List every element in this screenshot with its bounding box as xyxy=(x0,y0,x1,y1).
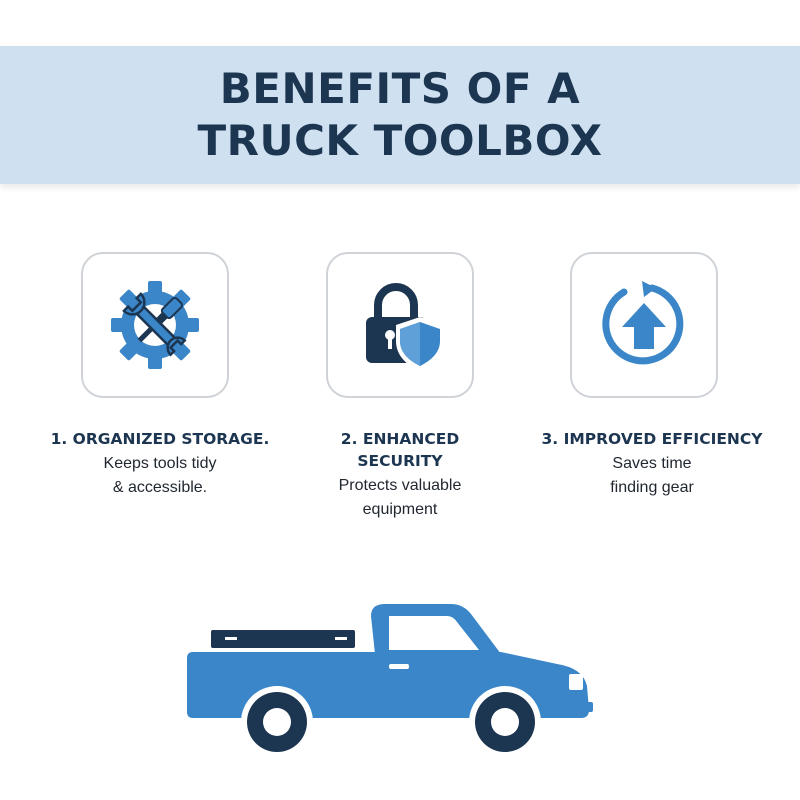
page-title: BENEFITS OF A TRUCK TOOLBOX xyxy=(197,63,602,167)
benefit-description-line: Protects valuable xyxy=(338,477,462,494)
benefit-title: 2. ENHANCED SECURITY xyxy=(275,428,525,472)
title-line-2: TRUCK TOOLBOX xyxy=(197,116,603,165)
circular-arrow-up-icon xyxy=(602,281,684,365)
benefit-title-line: 2. ENHANCED xyxy=(340,430,460,448)
benefit-description-line: Keeps tools tidy xyxy=(103,455,217,472)
header-banner: BENEFITS OF A TRUCK TOOLBOX xyxy=(0,46,800,184)
benefit-description: Saves time finding gear xyxy=(527,452,777,500)
gear-wrench-screwdriver-icon xyxy=(111,281,199,369)
benefit-improved-efficiency: 3. IMPROVED EFFICIENCY Saves time findin… xyxy=(527,428,777,500)
benefit-enhanced-security: 2. ENHANCED SECURITY Protects valuable e… xyxy=(275,428,525,522)
benefit-description-line: equipment xyxy=(362,501,438,518)
benefit-description-line: finding gear xyxy=(610,479,694,496)
padlock-shield-icon xyxy=(366,283,444,371)
benefit-description: Protects valuable equipment xyxy=(275,474,525,522)
benefit-title-line: SECURITY xyxy=(357,452,443,470)
benefit-card-organized-storage xyxy=(81,252,229,398)
benefit-description: Keeps tools tidy & accessible. xyxy=(35,452,285,500)
benefit-title: 3. IMPROVED EFFICIENCY xyxy=(541,430,763,448)
benefit-description-line: & accessible. xyxy=(112,479,208,496)
benefit-title: 1. ORGANIZED STORAGE. xyxy=(50,430,270,448)
title-line-1: BENEFITS OF A xyxy=(219,64,581,113)
benefit-description-line: Saves time xyxy=(612,455,692,472)
benefit-card-improved-efficiency xyxy=(570,252,718,398)
benefit-card-enhanced-security xyxy=(326,252,474,398)
pickup-truck-with-toolbox-icon xyxy=(187,604,593,758)
benefit-organized-storage: 1. ORGANIZED STORAGE. Keeps tools tidy &… xyxy=(35,428,285,500)
